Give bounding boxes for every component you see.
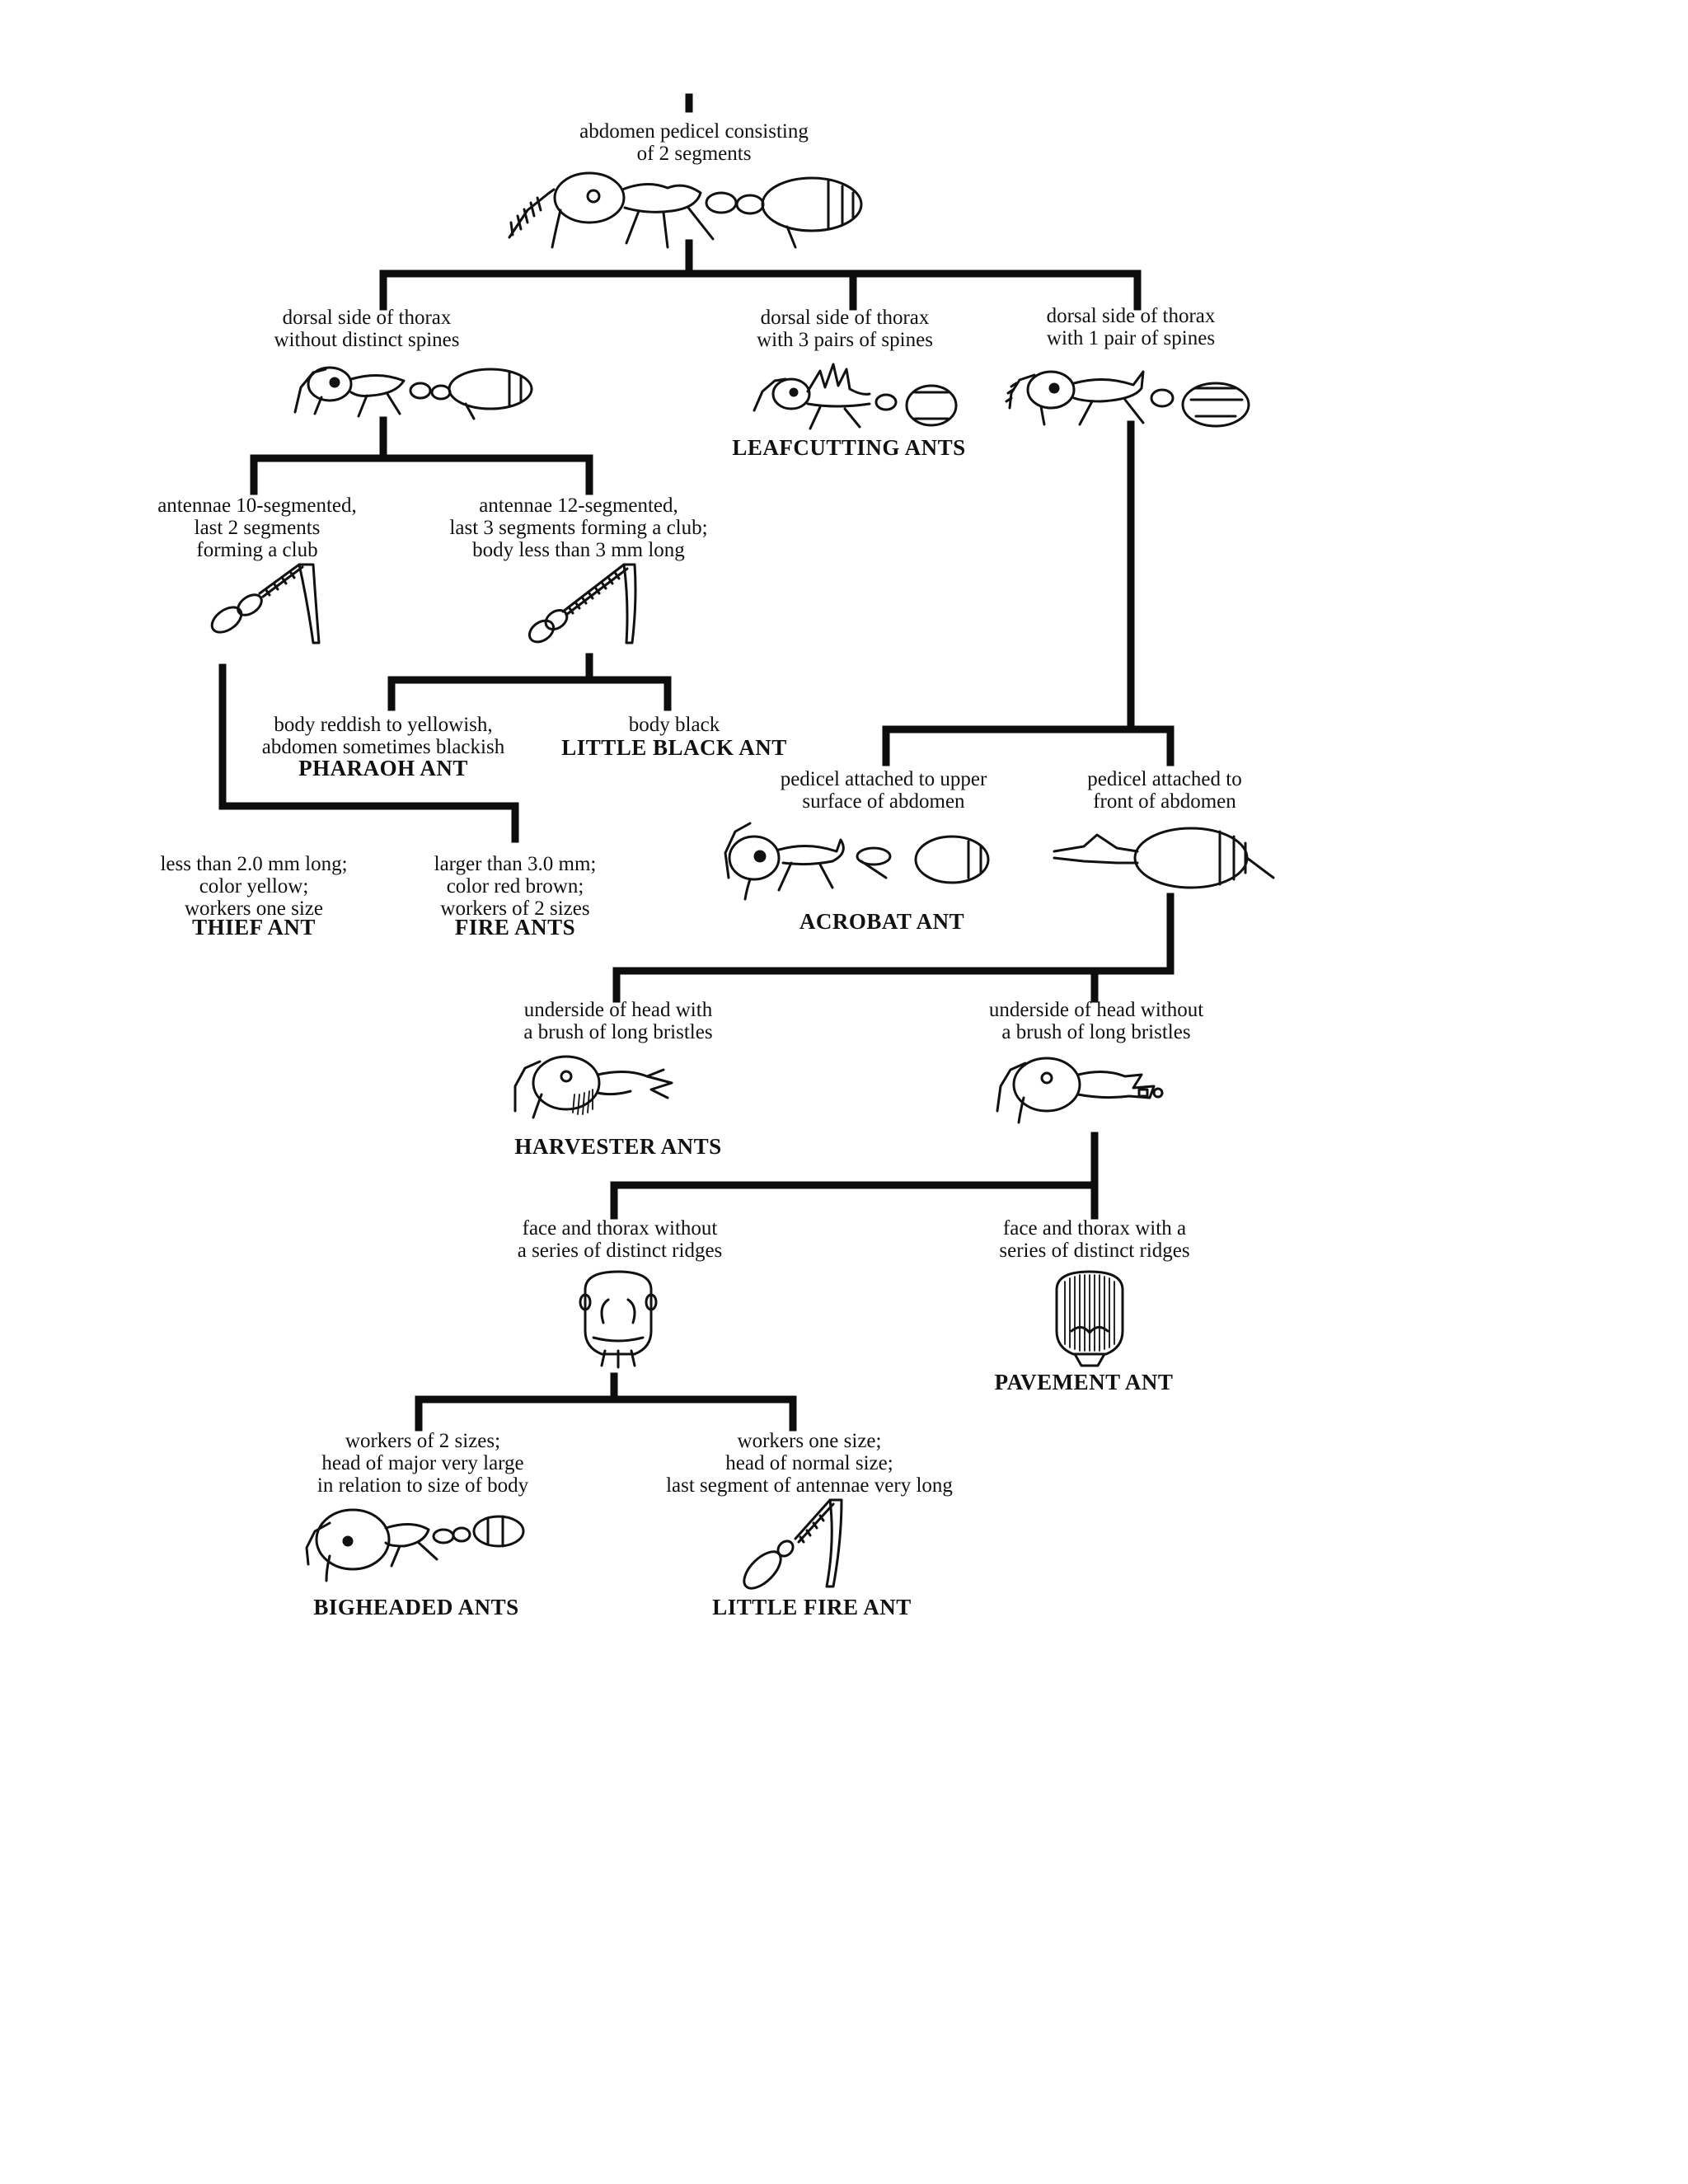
antenna-little-fire-illustration (743, 1498, 843, 1590)
node-text: with 3 pairs of spines (757, 329, 933, 351)
antenna-10-segmented-illustration (210, 563, 321, 644)
node-text: underside of head with (523, 999, 713, 1021)
ant-one-pair-illustration (1005, 370, 1250, 428)
node-text: last 3 segments forming a club; (449, 517, 708, 539)
node-text: without distinct spines (274, 329, 460, 351)
node-text: body reddish to yellowish, (274, 714, 493, 736)
node-text: workers of 2 sizes; (345, 1430, 501, 1452)
node-nobrush: underside of head without a brush of lon… (989, 999, 1203, 1043)
species-name-little-fire: LITTLE FIRE ANT (712, 1595, 912, 1619)
node-text: less than 2.0 mm long; (160, 853, 348, 875)
species-name-fire: FIRE ANTS (454, 915, 576, 940)
species-name-pavement: PAVEMENT ANT (994, 1370, 1174, 1394)
ant-face-no-ridges-illustration (579, 1270, 658, 1369)
node-text: dorsal side of thorax (1046, 305, 1216, 327)
node-black: body black (629, 714, 720, 736)
node-text: a series of distinct ridges (517, 1240, 723, 1262)
node-text: antennae 10-segmented, (157, 494, 357, 517)
species-name-bigheaded: BIGHEADED ANTS (313, 1595, 519, 1619)
node-twosizes: workers of 2 sizes; head of major very l… (317, 1430, 528, 1497)
node-text: workers of 2 sizes (440, 898, 590, 920)
ant-root-illustration (508, 171, 863, 249)
node-ant10: antennae 10-segmented, last 2 segments f… (157, 494, 357, 561)
node-text: abdomen pedicel consisting (579, 120, 809, 143)
node-text: underside of head without (988, 999, 1204, 1021)
node-text: body black (628, 714, 720, 736)
node-text: color yellow; (199, 875, 309, 898)
ant-face-ridges-illustration (1055, 1270, 1124, 1367)
node-text: dorsal side of thorax (282, 307, 452, 329)
node-upper: pedicel attached to upper surface of abd… (781, 768, 987, 813)
species-name-harvester: HARVESTER ANTS (514, 1134, 722, 1159)
node-one-pair: dorsal side of thorax with 1 pair of spi… (1047, 305, 1216, 349)
antenna-12-segmented-illustration (528, 563, 637, 644)
node-text: abdomen sometimes blackish (261, 736, 505, 758)
node-text: front of abdomen (1093, 790, 1236, 813)
ant-harvester-illustration (513, 1055, 673, 1119)
node-three-pairs: dorsal side of thorax with 3 pairs of sp… (757, 307, 933, 351)
node-no-spines: dorsal side of thorax without distinct s… (274, 307, 460, 351)
ant-bigheaded-illustration (305, 1508, 525, 1582)
node-reddish: body reddish to yellowish, abdomen somet… (262, 714, 504, 758)
node-text: dorsal side of thorax (760, 307, 930, 329)
node-text: of 2 segments (636, 143, 752, 165)
node-text: color red brown; (446, 875, 584, 898)
node-text: surface of abdomen (802, 790, 965, 813)
node-text: larger than 3.0 mm; (434, 853, 597, 875)
node-text: workers one size (184, 898, 323, 920)
node-text: face and thorax without (522, 1217, 718, 1240)
node-text: head of normal size; (725, 1452, 893, 1474)
node-ridges: face and thorax with a series of distinc… (999, 1217, 1189, 1262)
node-text: body less than 3 mm long (472, 539, 685, 561)
node-onesize: workers one size; head of normal size; l… (666, 1430, 953, 1497)
node-text: face and thorax with a (1002, 1217, 1187, 1240)
ant-no-brush-illustration (996, 1057, 1164, 1124)
node-text: with 1 pair of spines (1046, 327, 1216, 349)
node-text: last 2 segments (194, 517, 321, 539)
node-text: workers one size; (737, 1430, 882, 1452)
node-text: pedicel attached to (1087, 768, 1242, 790)
node-text: antennae 12-segmented, (479, 494, 678, 517)
node-text: in relation to size of body (316, 1474, 529, 1497)
node-text: a brush of long bristles (1001, 1021, 1191, 1043)
abdomen-front-attached-illustration (1053, 827, 1275, 889)
node-text: a brush of long bristles (523, 1021, 713, 1043)
node-noridges: face and thorax without a series of dist… (518, 1217, 723, 1262)
node-large: larger than 3.0 mm; color red brown; wor… (434, 853, 597, 920)
node-text: series of distinct ridges (999, 1240, 1190, 1262)
ant-no-spines-illustration (293, 366, 533, 420)
node-text: head of major very large (321, 1452, 524, 1474)
node-brush: underside of head with a brush of long b… (523, 999, 712, 1043)
species-name-little-black: LITTLE BLACK ANT (561, 735, 787, 760)
ant-leafcutting-illustration (753, 363, 958, 430)
node-root: abdomen pedicel consisting of 2 segments (579, 120, 809, 165)
node-ant12: antennae 12-segmented, last 3 segments f… (449, 494, 707, 561)
species-name-thief: THIEF ANT (192, 915, 316, 940)
node-text: forming a club (196, 539, 318, 561)
species-name-acrobat: ACROBAT ANT (799, 909, 965, 934)
species-name-leafcutting: LEAFCUTTING ANTS (732, 435, 966, 460)
ant-acrobat-illustration (724, 822, 990, 901)
node-text: last segment of antennae very long (666, 1474, 953, 1497)
node-text: pedicel attached to upper (780, 768, 987, 790)
species-name-pharaoh: PHARAOH ANT (298, 756, 468, 780)
node-front: pedicel attached to front of abdomen (1087, 768, 1241, 813)
node-small: less than 2.0 mm long; color yellow; wor… (160, 853, 347, 920)
